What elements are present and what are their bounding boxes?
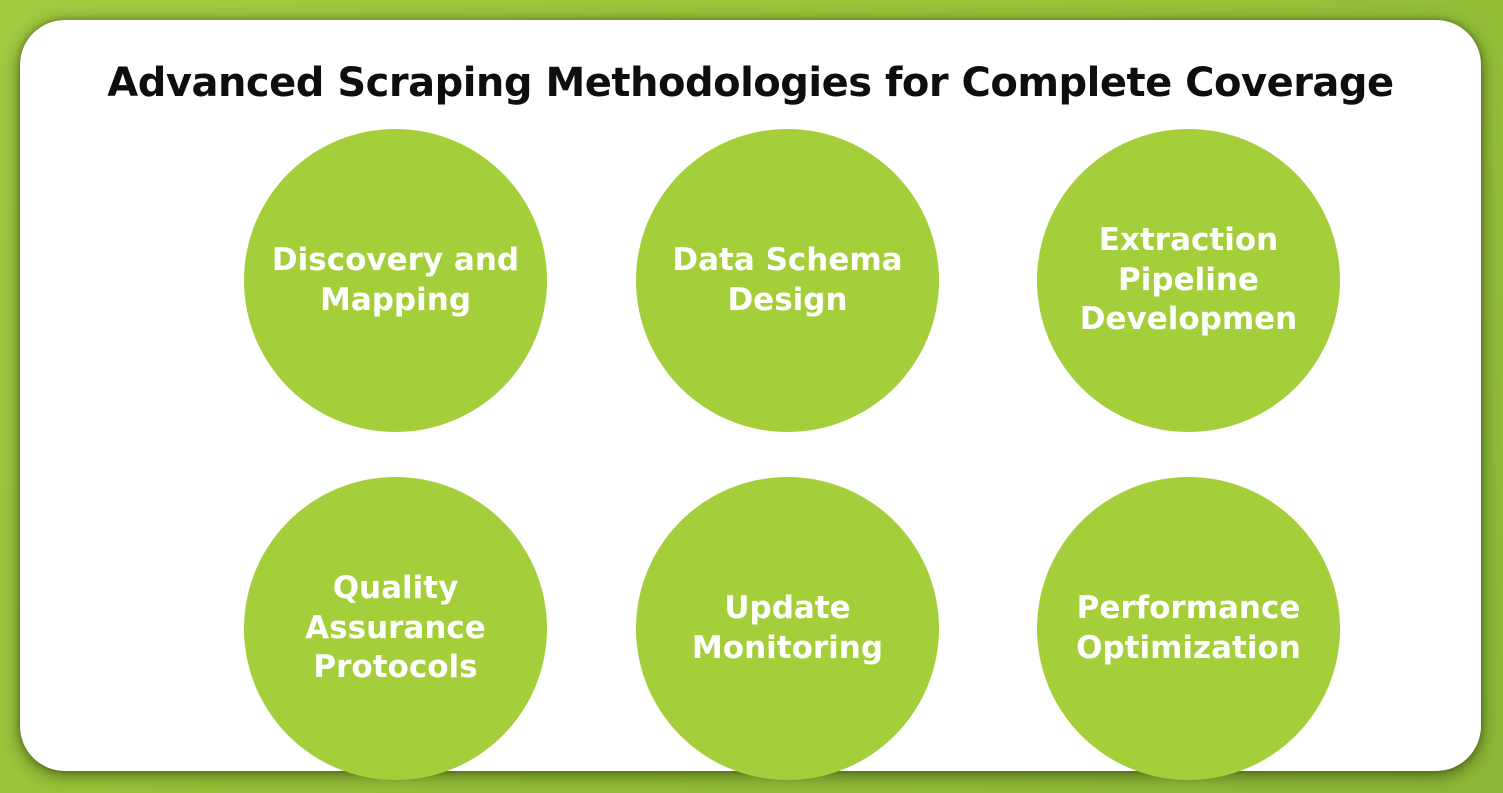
circle-label: Extraction Pipeline Developmen	[1079, 221, 1298, 338]
methodology-circle-discovery-and-mapping: Discovery and Mapping	[244, 129, 547, 432]
methodology-circle-update-monitoring: Update Monitoring	[636, 477, 939, 780]
methodology-circle-data-schema-design: Data Schema Design	[636, 129, 939, 432]
circle-label: Update Monitoring	[691, 589, 884, 666]
page-title: Advanced Scraping Methodologies for Comp…	[107, 60, 1394, 106]
circle-label: Data Schema Design	[672, 241, 903, 318]
methodology-circle-performance-optimization: Performance Optimization	[1037, 477, 1340, 780]
circle-label: Performance Optimization	[1076, 589, 1301, 666]
content-card: Advanced Scraping Methodologies for Comp…	[20, 20, 1481, 780]
circle-label: Quality Assurance Protocols	[305, 569, 486, 686]
methodology-circle-quality-assurance-protocols: Quality Assurance Protocols	[244, 477, 547, 780]
methodology-circle-extraction-pipeline-development: Extraction Pipeline Developmen	[1037, 129, 1340, 432]
circle-label: Discovery and Mapping	[271, 241, 520, 318]
